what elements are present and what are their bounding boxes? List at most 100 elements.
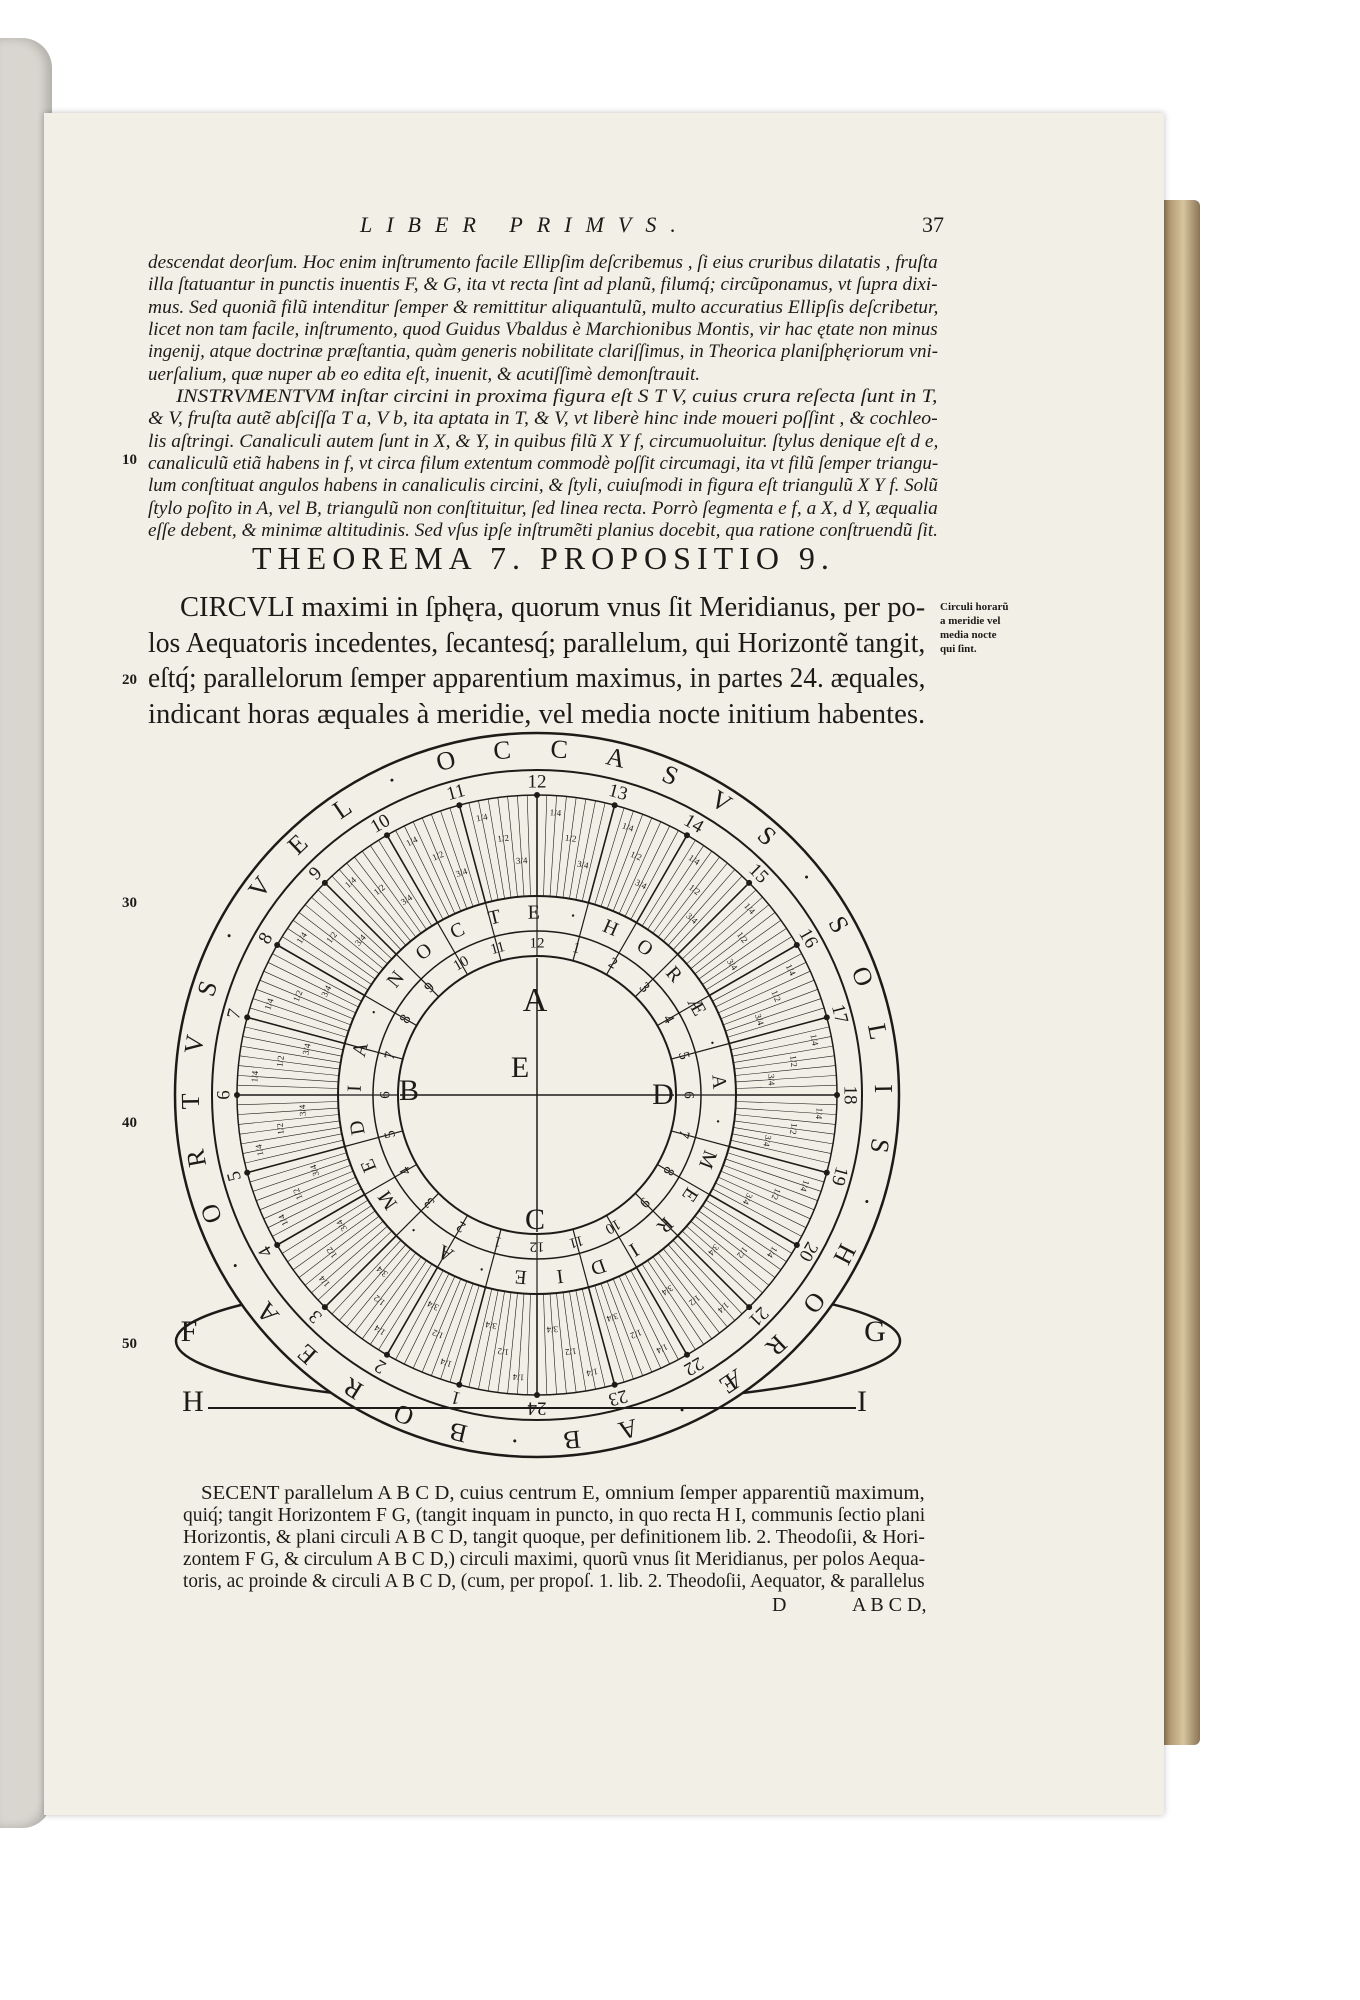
eighth-hour-line (606, 1281, 643, 1376)
hour-line (729, 1016, 827, 1045)
fraction-label: 1/4 (585, 1366, 599, 1378)
line-number: 30 (122, 895, 137, 911)
hour-dot (793, 942, 800, 948)
hour-number: 6 (213, 1090, 234, 1100)
fraction-label: 1/2 (788, 1122, 799, 1135)
eighth-hour-line (712, 1188, 802, 1237)
hour-dot (823, 1169, 830, 1176)
fraction-label: 1/2 (769, 989, 783, 1003)
eighth-hour-line (612, 1278, 653, 1373)
eighth-hour-line (641, 1263, 696, 1350)
eighth-hour-line (304, 1221, 384, 1286)
fraction-label: 3/4 (576, 859, 590, 871)
eighth-hour-line (732, 1133, 832, 1154)
theorem-heading: THEOREMA 7. PROPOSITIO 9. (252, 540, 835, 576)
point-label-d: D (652, 1078, 674, 1111)
demonstration-line: SECENT parallelum A B C D, cuius centrum… (201, 1482, 925, 1504)
inner-hour-number: 12 (530, 935, 545, 951)
eighth-hour-line (468, 1288, 493, 1388)
inner-hour-line (395, 953, 440, 998)
hour-dot (834, 1092, 840, 1098)
eighth-hour-line (468, 802, 493, 902)
fraction-label: 1/4 (784, 962, 798, 977)
eighth-hour-line (734, 1055, 835, 1070)
eighth-hour-line (698, 920, 782, 980)
eighth-hour-line (487, 1291, 505, 1392)
eighth-hour-line (311, 896, 388, 965)
hour-dot (611, 802, 618, 809)
hour-line (324, 1235, 397, 1308)
hour-line (276, 1193, 366, 1246)
hour-dot (456, 1381, 463, 1388)
eighth-hour-line (705, 936, 792, 991)
eighth-hour-line (526, 795, 531, 897)
hour-line (458, 1287, 487, 1385)
eighth-hour-line (346, 1248, 411, 1328)
eighth-hour-line (543, 795, 548, 897)
fraction-label: 3/4 (605, 1311, 620, 1324)
hour-number: 11 (444, 780, 467, 805)
inner-hour-number: 5 (382, 1129, 399, 1140)
inner-ring-letter: · (568, 905, 579, 928)
fraction-label: 1/2 (629, 849, 643, 863)
demonstration-line: zontem F G, & circulum A B C D,) circuli… (183, 1548, 926, 1570)
proposition-line: los Aequatoris incedentes, ſecantesq́; p… (148, 626, 926, 659)
inner-hour-number: 1 (492, 1233, 503, 1250)
inner-hour-line (634, 953, 679, 998)
hour-dot (234, 1092, 240, 1098)
eighth-hour-line (735, 1101, 837, 1106)
eighth-hour-line (338, 869, 407, 946)
eighth-hour-line (562, 797, 577, 898)
eighth-hour-line (594, 1285, 625, 1383)
inner-ring-letter: A (707, 1074, 730, 1091)
proposition-line: CIRCVLI maximi in ſphęra, quorum vnus ſi… (180, 591, 926, 623)
eighth-hour-line (727, 1152, 825, 1183)
eighth-hour-line (298, 1215, 380, 1278)
eighth-hour-line (667, 869, 736, 946)
inner-hour-number: 11 (489, 939, 507, 958)
hour-dot (321, 879, 328, 886)
inner-hour-line (657, 1163, 710, 1196)
eighth-hour-line (292, 1210, 376, 1270)
eighth-hour-line (543, 1293, 548, 1395)
hour-number: 23 (606, 1385, 630, 1410)
eighth-hour-line (244, 1139, 344, 1164)
eighth-hour-line (259, 1170, 354, 1211)
eighth-hour-line (237, 1101, 339, 1106)
book-fore-edge (1158, 200, 1200, 1745)
hour-line (708, 1193, 798, 1246)
eighth-hour-line (694, 1215, 776, 1278)
eighth-hour-line (449, 1285, 480, 1383)
running-head: LIBER PRIMVS. (360, 212, 690, 237)
side-note: Circuli horarũ a meridie vel media nocte… (940, 600, 1009, 656)
side-note-line: qui ſint. (940, 643, 977, 655)
eighth-hour-line (263, 970, 356, 1014)
inner-hour-line (671, 1130, 730, 1148)
fraction-label: 1/2 (431, 849, 445, 863)
eighth-hour-line (647, 845, 704, 930)
eighth-hour-line (549, 1293, 557, 1395)
inner-hour-number: 1 (571, 940, 582, 957)
eighth-hour-line (311, 1225, 388, 1294)
eighth-hour-line (497, 797, 512, 898)
ring-circle (211, 769, 863, 1421)
fraction-label: 1/4 (512, 1372, 525, 1383)
fraction-label: 1/4 (276, 1212, 290, 1227)
outer-ring-letter: L (862, 1021, 893, 1042)
eighth-hour-line (733, 1045, 834, 1063)
inner-ring-letter: I (555, 1265, 564, 1288)
paragraph-2-line: lis aſtringi. Canaliculi autem ſunt in X… (148, 430, 939, 452)
eighth-hour-line (378, 840, 433, 927)
fraction-label: 1/2 (564, 833, 577, 844)
outer-ring-letter: C (550, 734, 569, 764)
fraction-label: 1/4 (808, 1033, 820, 1047)
eighth-hour-line (641, 840, 696, 927)
hour-number: 18 (840, 1086, 861, 1105)
point-label-e: E (511, 1051, 529, 1084)
eighth-hour-line (304, 904, 384, 969)
eighth-hour-line (690, 904, 770, 969)
eighth-hour-line (331, 875, 402, 950)
eighth-hour-line (672, 875, 743, 950)
outer-ring-letter: R (180, 1146, 212, 1169)
